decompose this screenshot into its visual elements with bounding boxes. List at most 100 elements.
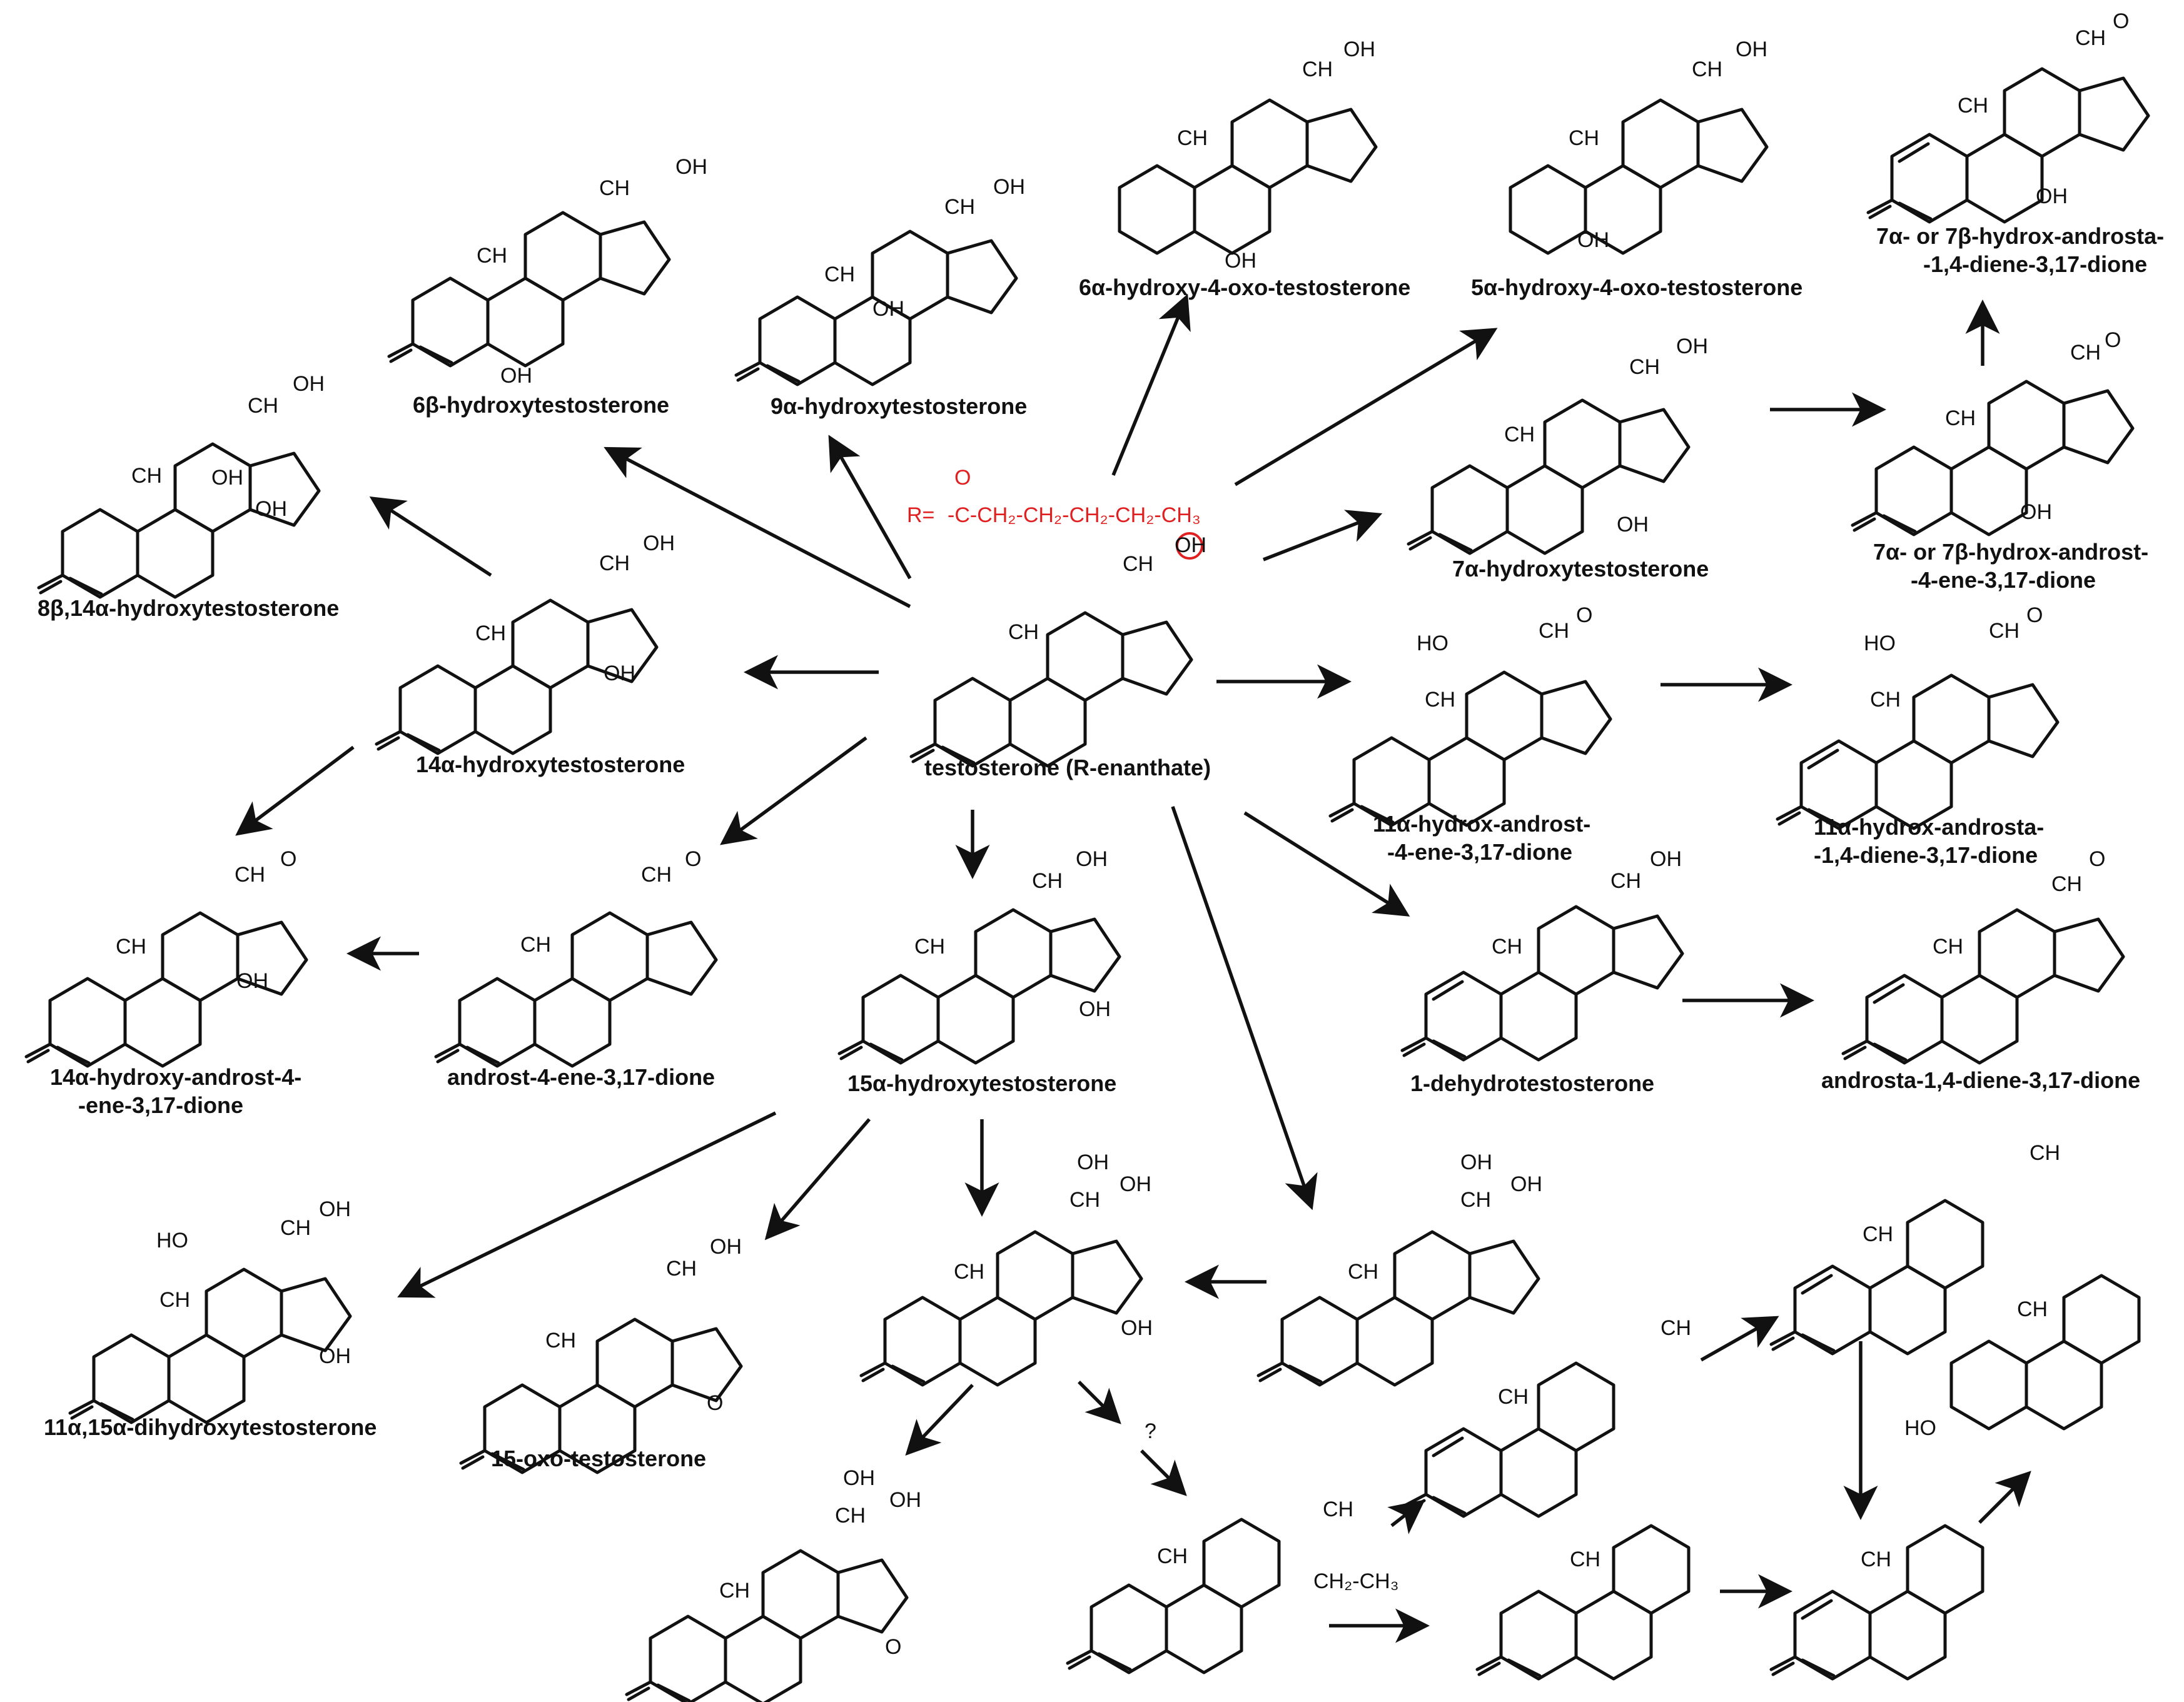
- svg-text:CH: CH: [599, 176, 630, 200]
- molecule-15a: OH OH CH CH 15α-hydroxytestosterone: [839, 847, 1120, 1096]
- reaction-arrows: ?: [235, 293, 2031, 1643]
- molecule-7a: OH OH CH CH 7α-hydroxytestosterone: [1408, 335, 1709, 582]
- svg-text:CH₂-CH₃: CH₂-CH₃: [1313, 1569, 1399, 1593]
- svg-text:CH: CH: [1323, 1498, 1353, 1521]
- svg-text:CH: CH: [1123, 552, 1153, 576]
- svg-text:O: O: [954, 466, 971, 490]
- svg-text:HO: HO: [156, 1229, 188, 1252]
- svg-text:O: O: [1576, 603, 1592, 627]
- svg-text:CH: CH: [2070, 341, 2101, 365]
- svg-text:CH: CH: [1569, 126, 1599, 150]
- label-11a-hydrox-androsta-2: -1,4-diene-3,17-dione: [1814, 842, 2038, 868]
- svg-text:OH: OH: [1079, 997, 1111, 1021]
- label-7-hydrox-androst-2: -4-ene-3,17-dione: [1911, 567, 2096, 593]
- svg-text:CH: CH: [1177, 126, 1208, 150]
- label-6b-hydroxytestosterone: 6β-hydroxytestosterone: [413, 392, 669, 418]
- svg-text:OH: OH: [1736, 38, 1767, 61]
- molecule-9a: OH OH CH CH 9α-hydroxytestosterone: [736, 175, 1027, 419]
- svg-text:OH: OH: [604, 662, 635, 685]
- svg-text:CH: CH: [235, 863, 265, 887]
- svg-text:OH: OH: [1225, 249, 1256, 273]
- svg-text:OH: OH: [993, 175, 1025, 199]
- molecule-testosterone: OH CH CH testosterone (R-enanthate) R= -…: [907, 466, 1211, 780]
- svg-text:CH: CH: [1425, 688, 1455, 712]
- label-15-oxo-testosterone: 15-oxo-testosterone: [491, 1446, 706, 1471]
- molecule-1-dehydro: OH CH CH 1-dehydrotestosterone: [1402, 847, 1682, 1096]
- svg-text:CH: CH: [1989, 619, 2020, 643]
- molecule-triene-methyl: CH CH: [1771, 1141, 2060, 1356]
- label-14a-hydroxytestosterone: 14α-hydroxytestosterone: [416, 752, 685, 777]
- svg-text:OH: OH: [255, 497, 287, 521]
- svg-text:O: O: [685, 847, 701, 871]
- molecule-seco-ethyl: CH CH₂-CH₃ CH: [1068, 1498, 1399, 1674]
- svg-text:CH: CH: [599, 551, 630, 575]
- molecule-phenol: HO CH: [1904, 1274, 2141, 1440]
- molecule-11a-diene-dione: O HO CH CH 11α-hydrox-androsta- -1,4-die…: [1777, 603, 2058, 868]
- svg-text:CH: CH: [2051, 872, 2082, 896]
- molecule-14a: OH OH CH CH 14α-hydroxytestosterone: [377, 531, 685, 777]
- molecule-14a-dione: O OH CH CH 14α-hydroxy-androst-4- -ene-3…: [26, 847, 306, 1118]
- svg-text:CH: CH: [1870, 688, 1901, 712]
- svg-text:OH: OH: [1175, 533, 1206, 557]
- label-testosterone: testosterone (R-enanthate): [924, 755, 1211, 780]
- molecule-6a-4oxo: OH OH CH CH 6α-hydroxy-4-oxo-testosteron…: [1079, 38, 1410, 300]
- svg-text:O: O: [2105, 328, 2121, 352]
- svg-text:OH: OH: [889, 1488, 921, 1512]
- svg-text:CH: CH: [1504, 423, 1535, 446]
- label-5a-hydroxy-4-oxo: 5α-hydroxy-4-oxo-testosterone: [1471, 274, 1802, 300]
- svg-text:OH: OH: [1617, 513, 1649, 536]
- svg-text:O: O: [2113, 9, 2129, 33]
- svg-text:CH: CH: [520, 933, 551, 957]
- svg-text:CH: CH: [1498, 1385, 1529, 1409]
- svg-text:CH: CH: [1032, 869, 1063, 893]
- svg-text:OH: OH: [293, 372, 325, 396]
- svg-text:CH: CH: [1157, 1544, 1188, 1568]
- svg-text:OH: OH: [1510, 1172, 1542, 1196]
- svg-text:HO: HO: [1864, 632, 1896, 655]
- svg-text:CH: CH: [159, 1288, 190, 1312]
- svg-text:CH: CH: [1861, 1548, 1891, 1571]
- svg-text:O: O: [2026, 603, 2043, 627]
- svg-text:CH: CH: [1692, 58, 1722, 81]
- molecule-androstenedione: O CH CH androst-4-ene-3,17-dione: [436, 847, 716, 1090]
- svg-text:CH: CH: [719, 1579, 750, 1603]
- svg-text:-C-CH₂-CH₂-CH₂-CH₂-CH₃: -C-CH₂-CH₂-CH₂-CH₂-CH₃: [948, 503, 1201, 527]
- label-androstadienedione: androsta-1,4-diene-3,17-dione: [1821, 1067, 2140, 1093]
- label-14a-hydroxy-androst-2: -ene-3,17-dione: [78, 1092, 243, 1118]
- svg-text:CH: CH: [1610, 869, 1641, 893]
- label-7a-hydroxytestosterone: 7α-hydroxytestosterone: [1452, 556, 1709, 582]
- label-7-hydrox-androsta-2: -1,4-diene-3,17-dione: [1923, 251, 2147, 277]
- molecule-7a-diene-dione: O OH CH CH 7α- or 7β-hydrox-androsta- -1…: [1868, 9, 2164, 277]
- svg-text:OH: OH: [211, 466, 243, 490]
- label-15a-hydroxytestosterone: 15α-hydroxytestosterone: [847, 1070, 1116, 1096]
- svg-text:CH: CH: [116, 935, 146, 959]
- svg-text:OH: OH: [710, 1235, 742, 1259]
- label-8b14a-hydroxytestosterone: 8β,14α-hydroxytestosterone: [38, 595, 339, 621]
- svg-text:CH: CH: [1945, 406, 1976, 430]
- label-14a-hydroxy-androst-1: 14α-hydroxy-androst-4-: [50, 1064, 301, 1090]
- svg-text:CH: CH: [2030, 1141, 2060, 1165]
- svg-text:OH: OH: [1676, 335, 1708, 358]
- molecule-15oxo: OH O CH CH 15-oxo-testosterone: [461, 1235, 742, 1473]
- svg-text:CH: CH: [2017, 1297, 2048, 1321]
- svg-text:HO: HO: [1904, 1416, 1936, 1440]
- svg-text:OH: OH: [2036, 184, 2068, 208]
- svg-text:OH: OH: [319, 1197, 351, 1221]
- svg-text:CH: CH: [1008, 620, 1039, 644]
- molecule-18oh-15a: OH OH OH CH CH: [861, 1151, 1153, 1385]
- svg-text:CH: CH: [1958, 94, 1988, 118]
- molecule-diene-methyl: CH CH: [1402, 1316, 1691, 1518]
- svg-text:OH: OH: [236, 969, 268, 993]
- molecule-adione: O CH CH androsta-1,4-diene-3,17-dione: [1821, 847, 2140, 1093]
- svg-text:O: O: [885, 1635, 901, 1659]
- svg-text:CH: CH: [1933, 935, 1963, 959]
- label-9a-hydroxytestosterone: 9α-hydroxytestosterone: [771, 393, 1027, 419]
- svg-text:OH: OH: [843, 1466, 875, 1490]
- svg-text:CH: CH: [477, 244, 507, 268]
- svg-text:CH: CH: [2075, 26, 2106, 50]
- svg-text:O: O: [707, 1391, 723, 1415]
- svg-text:OH: OH: [2020, 500, 2052, 524]
- svg-text:CH: CH: [1302, 58, 1333, 81]
- svg-text:OH: OH: [500, 364, 532, 388]
- svg-text:CH: CH: [666, 1257, 697, 1281]
